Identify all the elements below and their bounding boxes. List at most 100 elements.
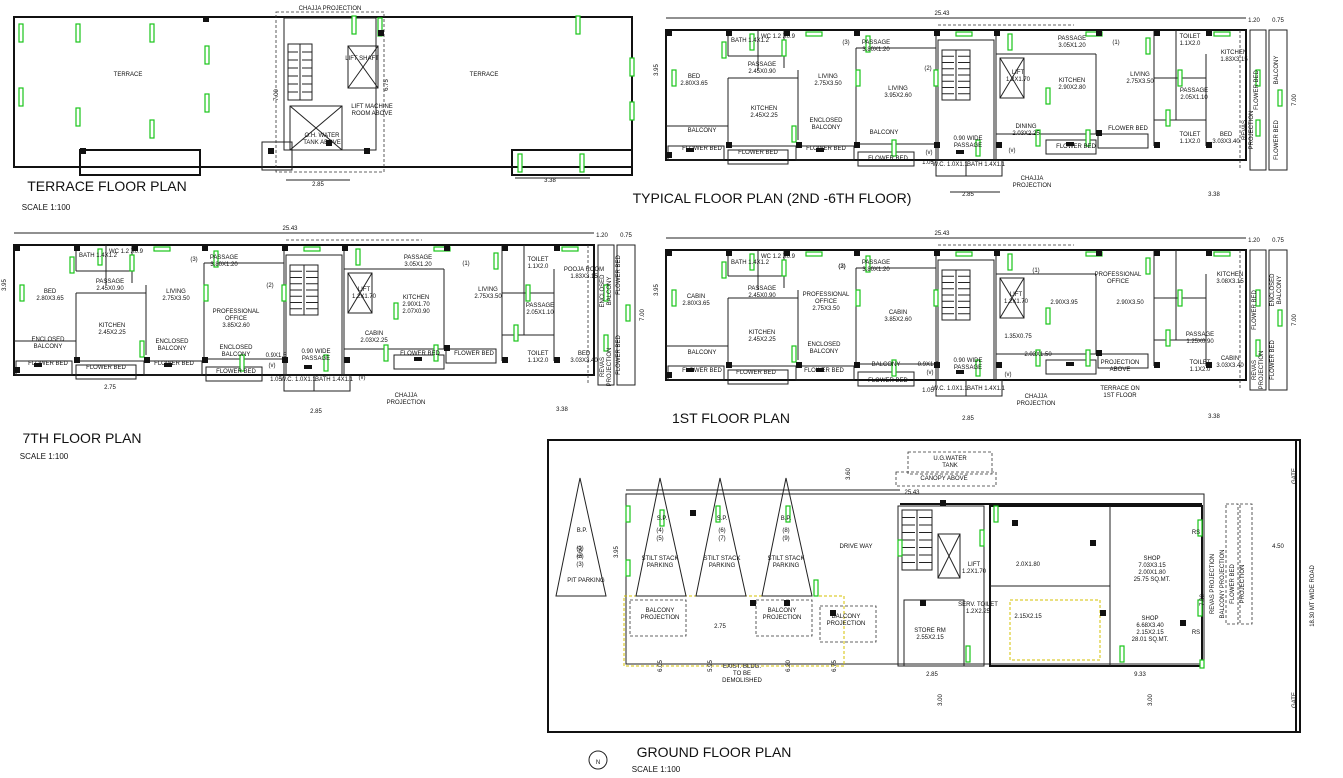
column-mark [144,357,150,363]
window-mark [671,69,677,87]
column-mark [502,357,508,363]
dimension: 6.75 [384,79,390,91]
window-mark [603,334,609,352]
window-mark [1045,87,1051,105]
column-mark [1206,250,1212,256]
column-mark [1180,620,1186,626]
flower-bed-strip [597,244,615,386]
column-mark [444,245,450,251]
room-label: WC 1.2 X0.9 [761,254,796,260]
window-mark [433,344,439,362]
column-mark [784,600,790,606]
ground-label: 6.05 [658,660,664,672]
window-mark [517,153,523,173]
column-mark [956,150,964,154]
room-label: WC 1.2 X0.9 [761,34,796,40]
column-mark [1090,540,1096,546]
dimension: 1.05 [270,377,282,383]
room-label: FLOWER BED [400,351,440,357]
room-label: FLOWER BED [86,365,126,371]
column-mark [940,500,946,506]
ground-label: B.P. [781,516,792,522]
column-mark [74,245,80,251]
window-mark [749,33,755,51]
dimension: 0.9X1.5 [266,353,287,359]
column-mark [994,30,1000,36]
ground-label: 2.15X2.15 [1014,614,1042,620]
ground-label: (3) [576,562,583,568]
lift [999,277,1025,319]
dimension: 1.05 [922,388,934,394]
marker: (2) [838,264,845,270]
column-mark [202,357,208,363]
room-label: FLOWER BED [736,370,776,376]
ground-label: DRIVE WAY [839,544,872,550]
window-mark [625,559,631,577]
flower-bed-strip [1249,249,1267,391]
window-mark [721,41,727,59]
flower-bed [143,360,203,376]
window-mark [855,289,861,307]
tank-box [289,105,343,151]
ground-label: (8) [782,528,789,534]
window-mark [933,289,939,307]
balcony-projection [819,605,877,643]
column-mark [1066,142,1074,146]
balcony-strip [1268,29,1288,171]
shop-inner [1009,599,1101,661]
plan-title: TERRACE FLOOR PLAN [27,178,186,194]
marker: (2) [924,66,931,72]
window-mark [383,344,389,362]
window-mark [1035,349,1041,367]
window-mark [805,251,823,257]
room-label: FLOWER BED [154,361,194,367]
column-mark [1100,610,1106,616]
column-mark [854,142,860,148]
room-label: FLOWER BED [868,156,908,162]
balcony-wall [79,149,201,176]
ground-label: 18.30 MT WIDE ROAD [1310,565,1316,627]
window-mark [1197,519,1203,537]
ground-label: (9) [782,536,789,542]
cross [289,105,343,151]
column-mark [666,30,672,36]
column-mark [816,368,824,372]
column-mark [326,140,332,146]
window-mark [1165,329,1171,347]
room-label: BATH 1.4X1.1 [967,162,1006,168]
window-mark [351,15,357,35]
column-mark [854,30,860,36]
room-label: 2.90X3.50 [1116,300,1144,306]
window-mark [955,31,973,37]
room-label: FLOWER BED [1108,126,1148,132]
window-mark [805,31,823,37]
room-label: W.C. 1.0X1.1 [932,162,968,168]
ground-label: 2.0X1.80 [1016,562,1041,568]
column-mark [934,142,940,148]
window-mark [975,139,981,157]
column-mark [1012,520,1018,526]
window-mark [1177,69,1183,87]
window-mark [513,324,519,342]
window-mark [791,345,797,363]
room-label: BATH 1.4X1.2 [731,260,770,266]
window-mark [525,284,531,302]
window-mark [891,139,897,157]
